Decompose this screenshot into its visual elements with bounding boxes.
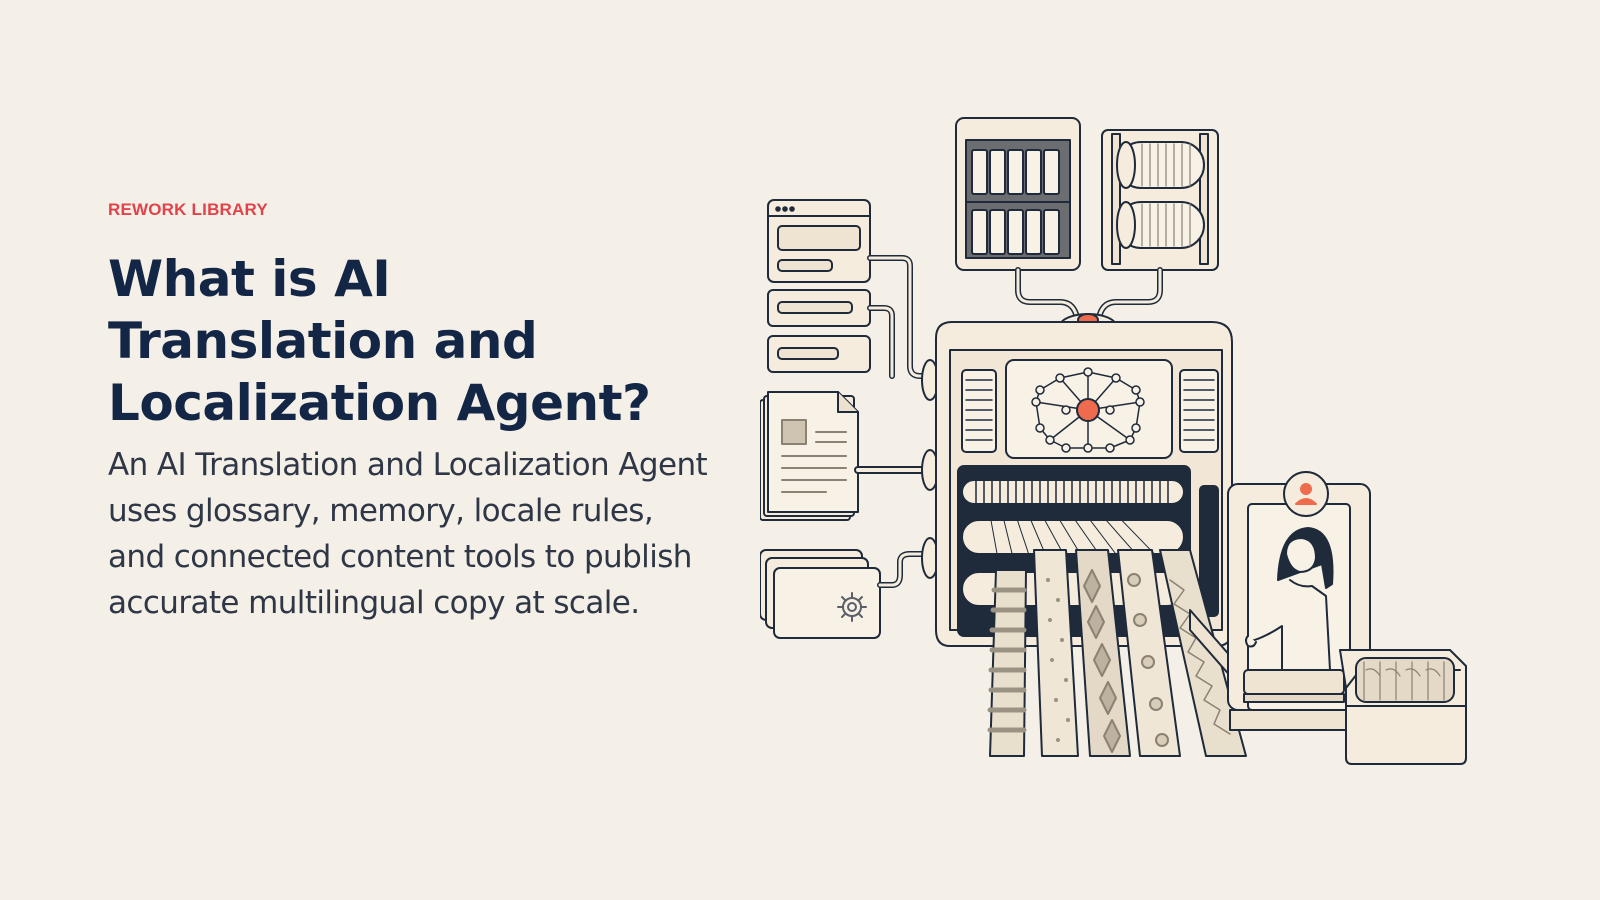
eyebrow-label: REWORK LIBRARY: [108, 200, 268, 219]
translation-machine-illustration: [760, 117, 1467, 765]
person-icon: [1295, 483, 1317, 505]
fabric-strips: [987, 549, 1247, 757]
document-icon: [760, 391, 859, 521]
page-description: An AI Translation and Localization Agent…: [108, 447, 708, 621]
gear-icon: [760, 549, 881, 639]
worker-figure: [1245, 527, 1334, 671]
intro-text: REWORK LIBRARY What is AI Translation an…: [108, 200, 708, 626]
browser-window-icon: [767, 199, 871, 283]
page-title: What is AI Translation and Localization …: [108, 250, 651, 432]
neural-network-icon: [1005, 359, 1173, 459]
spool-icon: [1116, 141, 1205, 249]
